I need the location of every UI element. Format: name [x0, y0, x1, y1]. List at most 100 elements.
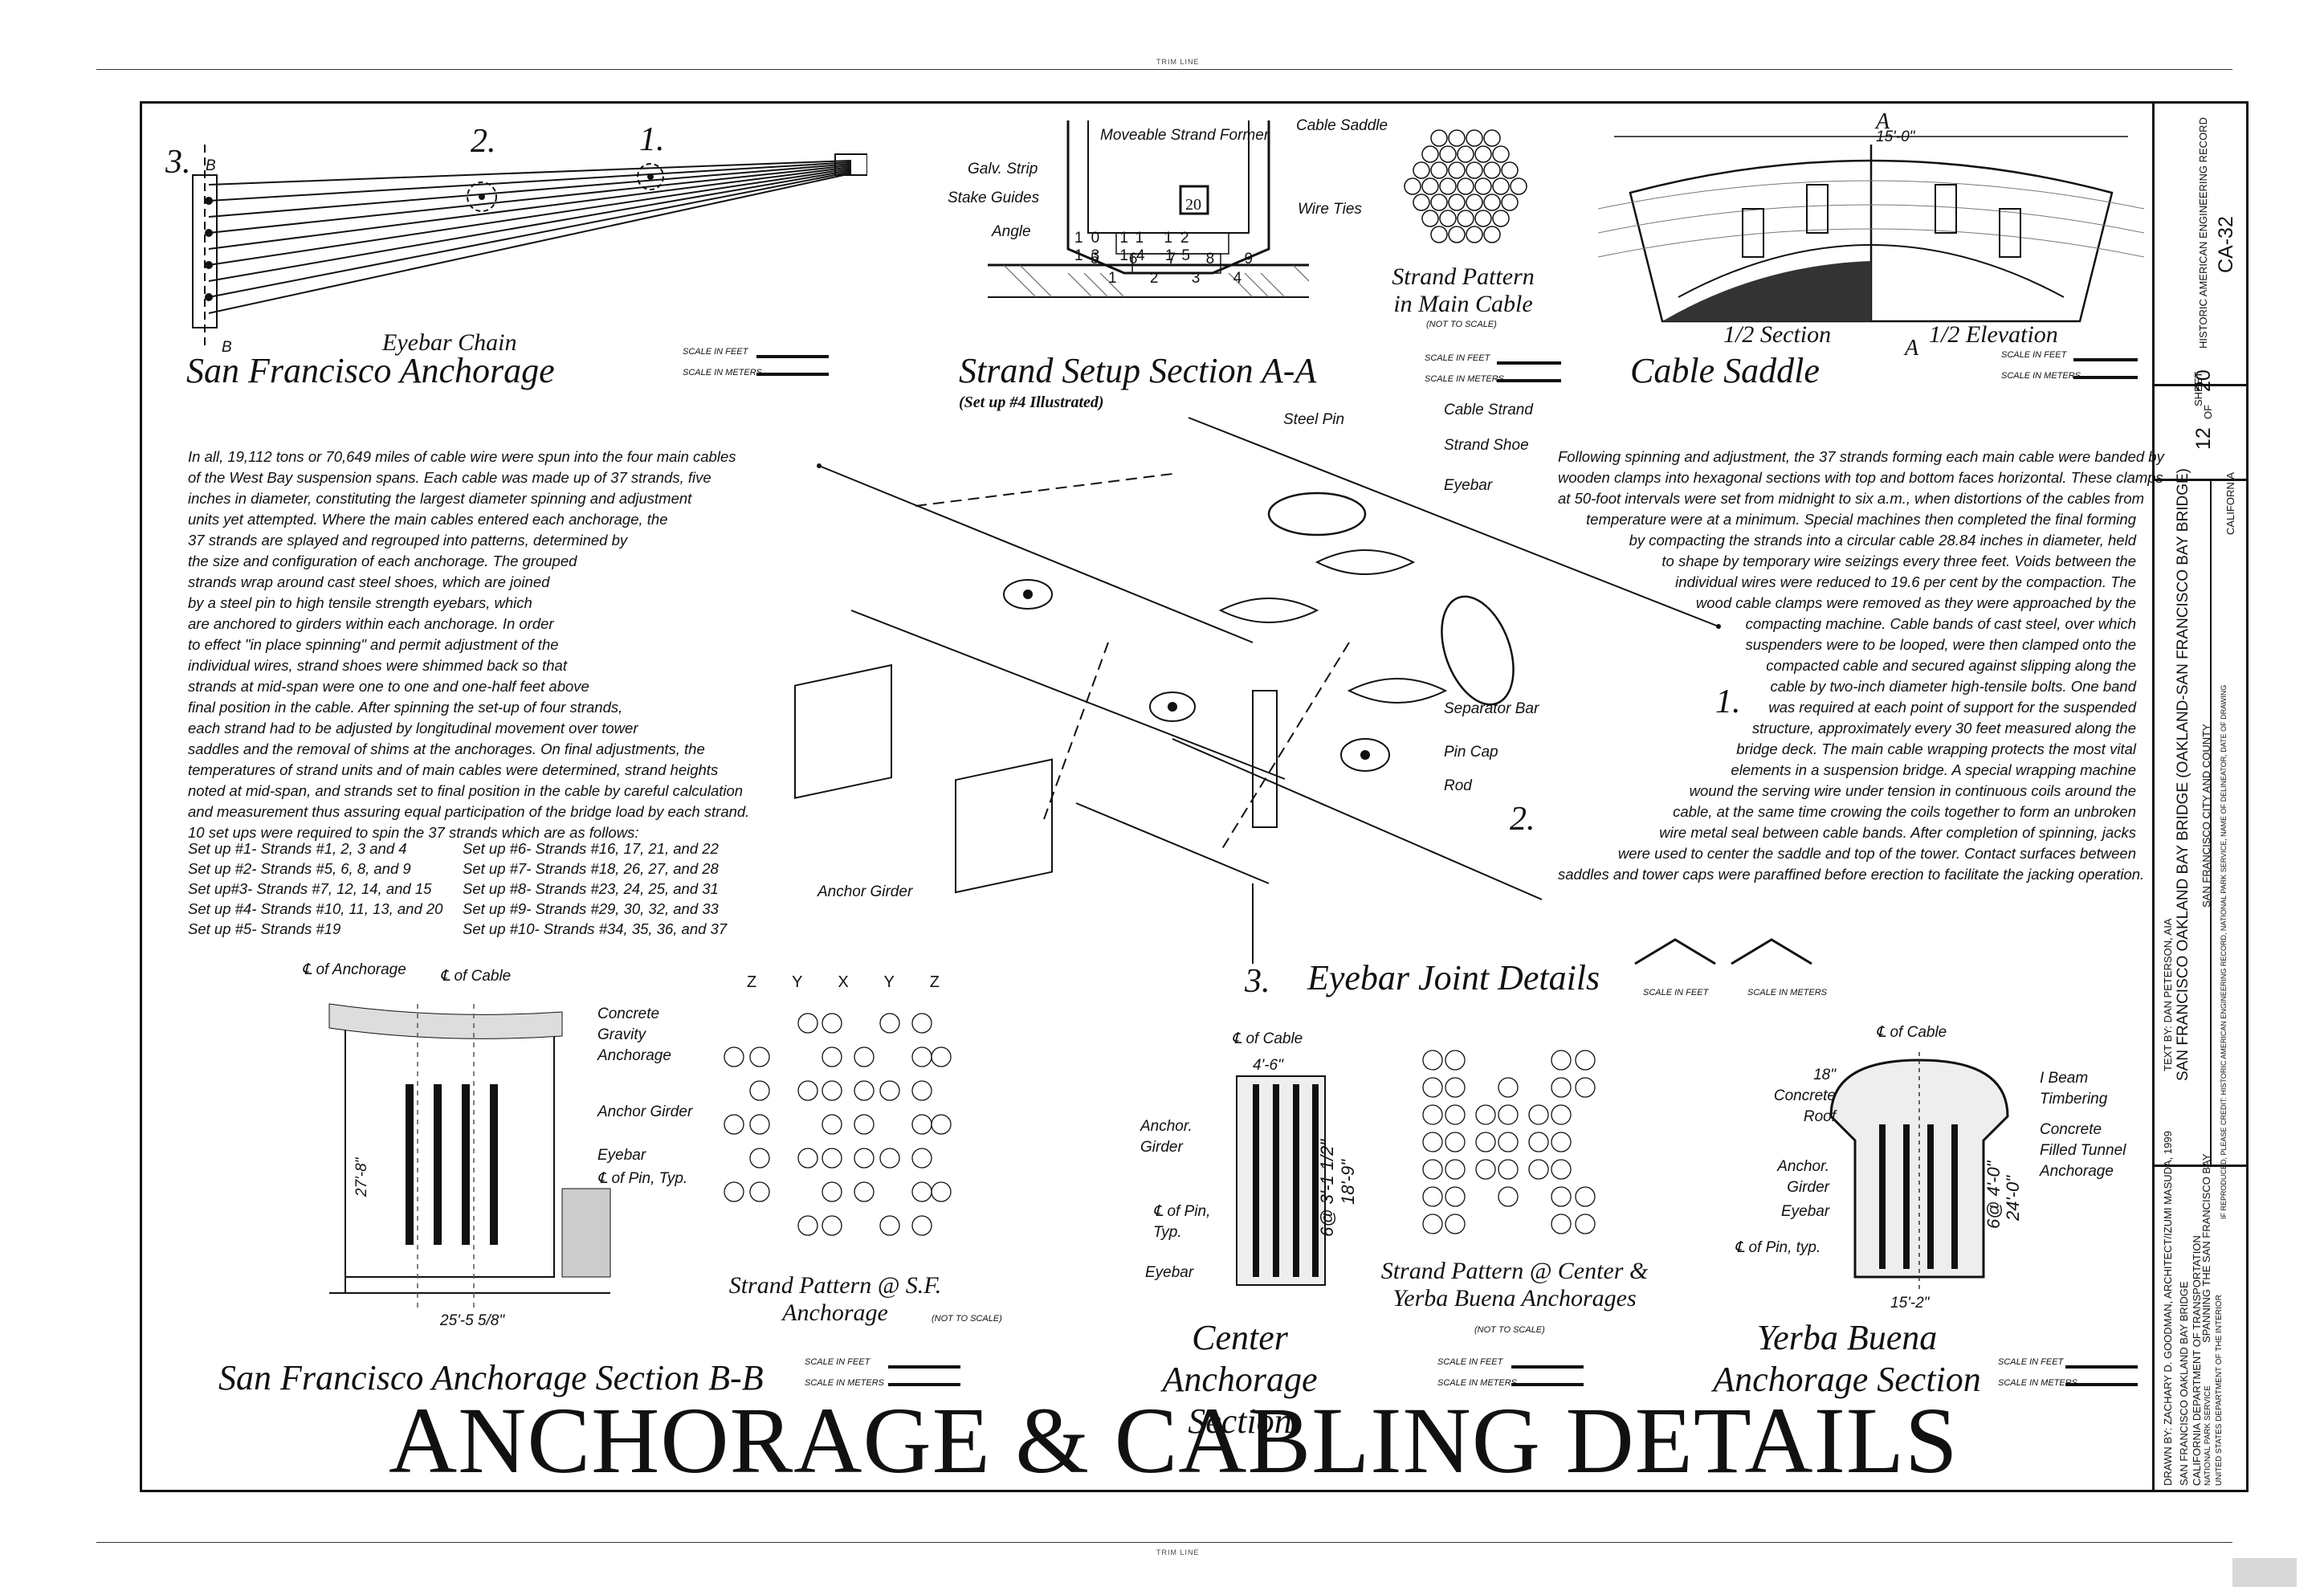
strand-circle	[822, 1046, 842, 1067]
strand-circle	[911, 1013, 932, 1034]
strand-circle	[1413, 161, 1430, 179]
label-angle: Angle	[992, 223, 1031, 240]
strand-scale: SCALE IN FEET SCALE IN METERS	[1425, 353, 1504, 384]
saddle-dim: 15'-0"	[1876, 128, 1915, 145]
left-text-line: are anchored to girders within each anch…	[188, 615, 554, 632]
strand-circle	[1492, 177, 1510, 195]
strand-circle	[797, 1013, 818, 1034]
left-text-line: of the West Bay suspension spans. Each c…	[188, 469, 711, 486]
label-cl-pin-center: ℄ of Pin, Typ.	[1153, 1203, 1211, 1241]
label-strand-shoe: Strand Shoe	[1444, 437, 1529, 454]
strand-13: 13	[1074, 247, 1108, 264]
trim-line-top	[96, 69, 2232, 70]
center-scale-bar	[1511, 1365, 1584, 1386]
dim-24-0: 24'-0"	[2003, 1175, 2023, 1221]
tb-sheet-of: OF	[2202, 404, 2214, 419]
yb-scale: SCALE IN FEET SCALE IN METERS	[1998, 1357, 2077, 1388]
setup-list-left: Set up #1- Strands #1, 2, 3 and 4 Set up…	[188, 838, 442, 939]
strand-circle	[1421, 177, 1439, 195]
scale-meters-label: SCALE IN METERS	[2001, 371, 2081, 381]
marker-1: 1.	[639, 121, 665, 158]
strand-6: 6	[1128, 251, 1151, 267]
sf-section-scale-bar	[888, 1365, 960, 1386]
strand-circle	[822, 1013, 842, 1034]
scale-feet-label: SCALE IN FEET	[805, 1357, 870, 1367]
strand-circle	[1430, 226, 1448, 243]
strand-4: 4	[1233, 270, 1257, 287]
right-description: Following spinning and adjustment, the 3…	[1558, 447, 2164, 885]
dim-27-8: 27'-8"	[353, 1157, 370, 1197]
scale-meters-label: SCALE IN METERS	[683, 368, 763, 377]
tb-separator	[2152, 479, 2249, 481]
strand-circle	[1510, 177, 1527, 195]
strand-circle	[1422, 1050, 1443, 1071]
saddle-scale-bar	[2073, 358, 2138, 379]
tb-doi: UNITED STATES DEPARTMENT OF THE INTERIOR	[2215, 1295, 2224, 1486]
strand-circle	[1445, 1214, 1466, 1234]
strand-circle	[1445, 1050, 1466, 1071]
sf-section-drawing	[328, 1003, 611, 1309]
strand-circle	[1483, 226, 1501, 243]
trim-line-label-top: TRIM LINE	[1156, 58, 1200, 66]
scale-feet-label: SCALE IN FEET	[1425, 353, 1490, 363]
eyebar-joint-drawing	[794, 417, 1721, 964]
setup-item: Set up #10- Strands #34, 35, 36, and 37	[463, 920, 728, 937]
strand-circle	[1498, 1132, 1519, 1152]
grey-tab	[2232, 1558, 2297, 1587]
tb-state: CALIFORNIA	[2224, 471, 2236, 535]
strand-circle	[749, 1181, 770, 1202]
center-section-drawing	[1236, 1075, 1326, 1286]
sf-scale: SCALE IN FEET SCALE IN METERS	[683, 347, 762, 377]
strand-circle	[1445, 1104, 1466, 1125]
sf-pattern-column-headers: Z Y X Y Z	[747, 973, 940, 992]
label-eyebar-sf: Eyebar	[597, 1147, 646, 1164]
right-text-line: wire metal seal between cable bands. Aft…	[1659, 824, 2136, 841]
joint-scale-graphic	[1634, 938, 1812, 965]
strand-circle	[797, 1148, 818, 1169]
strand-pattern-main-note: (NOT TO SCALE)	[1426, 320, 1497, 329]
strand-circle	[1475, 1159, 1496, 1180]
sf-pattern-note: (NOT TO SCALE)	[932, 1314, 1002, 1324]
strand-circle	[1448, 194, 1466, 211]
strand-3: 3	[1191, 270, 1215, 287]
label-cl-cable-yb: ℄ of Cable	[1876, 1024, 1947, 1041]
strand-setup-title: Strand Setup Section A-A	[959, 351, 1317, 390]
scale-meters-label: SCALE IN METERS	[1425, 374, 1505, 384]
label-pin-cap: Pin Cap	[1444, 744, 1498, 761]
strand-circle	[854, 1046, 875, 1067]
right-text-line: wood cable clamps were removed as they w…	[1695, 594, 2136, 611]
label-eyebar-yb: Eyebar	[1781, 1203, 1830, 1220]
scale-feet-label: SCALE IN FEET	[2001, 350, 2067, 360]
left-description: In all, 19,112 tons or 70,649 miles of c…	[188, 447, 749, 843]
right-text-line: to shape by temporary wire seizings ever…	[1661, 553, 2136, 569]
strand-circle	[1422, 1077, 1443, 1098]
left-text-line: 10 set ups were required to spin the 37 …	[188, 824, 639, 841]
yb-section-title: Yerba Buena Anchorage Section	[1713, 1318, 1981, 1399]
strand-circle	[1466, 194, 1483, 211]
sf-scale-bar	[756, 355, 829, 376]
strand-circle	[1474, 177, 1492, 195]
tb-separator	[2152, 1165, 2249, 1167]
label-steel-pin: Steel Pin	[1283, 411, 1345, 428]
right-text-line: compacting machine. Cable bands of cast …	[1745, 615, 2136, 632]
strand-setup-subtitle: (Set up #4 Illustrated)	[959, 394, 1104, 411]
right-text-line: Following spinning and adjustment, the 3…	[1558, 448, 2164, 465]
strand-20: 20	[1185, 196, 1201, 214]
strand-9: 9	[1244, 251, 1266, 267]
strand-circle	[1498, 1159, 1519, 1180]
strand-circle	[1439, 145, 1457, 163]
left-text-line: saddles and the removal of shims at the …	[188, 740, 705, 757]
right-text-line: was required at each point of support fo…	[1768, 699, 2136, 716]
strand-circle	[879, 1148, 900, 1169]
setup-list-right: Set up #6- Strands #16, 17, 21, and 22 S…	[463, 838, 727, 939]
label-eyebar: Eyebar	[1444, 477, 1493, 494]
section-mark-a-top: A	[1876, 109, 1890, 134]
tb-bridge: SAN FRANCISCO OAKLAND BAY BRIDGE (OAKLAN…	[2175, 468, 2191, 1081]
dim-6-at-3-1: 6@ 3'-1 1/2"	[1317, 1139, 1337, 1237]
label-moveable-strand-former: Moveable Strand Former	[1100, 127, 1270, 144]
strand-14: 14	[1119, 247, 1153, 264]
title-block-divider	[2152, 101, 2155, 1492]
dim-4-6: 4'-6"	[1253, 1057, 1283, 1074]
joint-marker-3: 3.	[1245, 963, 1270, 1000]
strand-circle	[1551, 1159, 1572, 1180]
